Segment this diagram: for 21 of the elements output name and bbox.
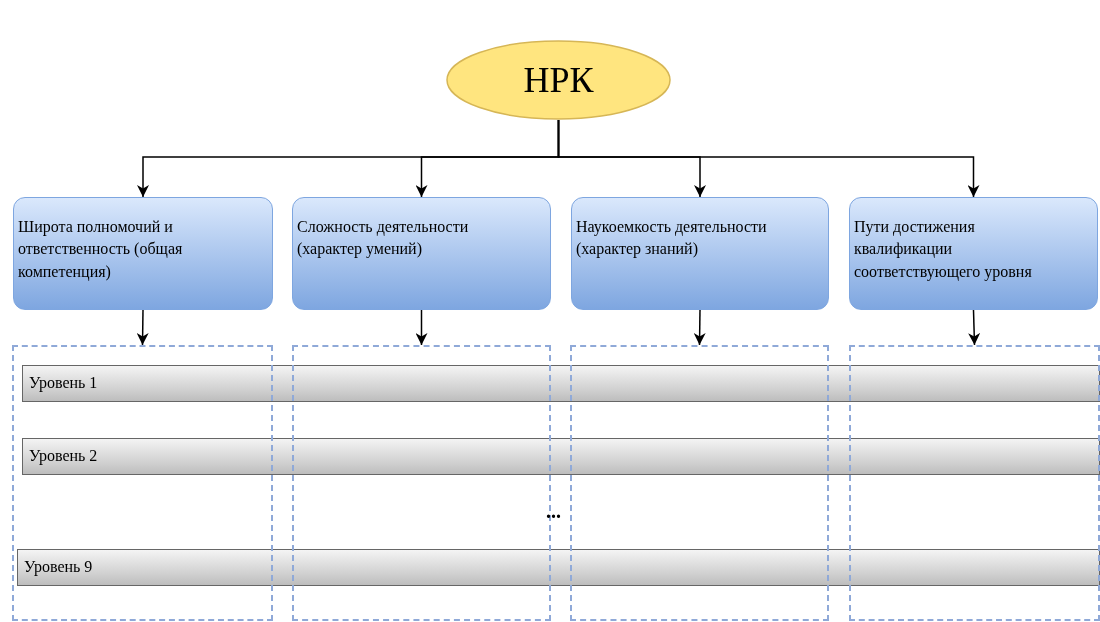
category-text: Пути достижения квалификации соответствующего уровня bbox=[854, 218, 1032, 280]
level-label: Уровень 1 bbox=[29, 374, 98, 391]
level-label: Уровень 2 bbox=[29, 447, 98, 464]
category-box bbox=[13, 197, 273, 310]
category-box bbox=[571, 197, 829, 310]
category-text: Наукоемкость деятельности (характер знаний) bbox=[576, 218, 767, 258]
arrow bbox=[136, 309, 149, 346]
arrow bbox=[693, 309, 706, 346]
title-text: НРК bbox=[523, 59, 594, 101]
arrow bbox=[557, 119, 980, 198]
category-text: Сложность деятельности (характер умений) bbox=[297, 218, 469, 258]
arrow bbox=[415, 309, 428, 346]
category-text: Широта полномочий и ответственность (общая компетенция) bbox=[18, 218, 183, 280]
level-bar bbox=[22, 438, 1100, 475]
level-bar bbox=[22, 365, 1100, 402]
category-box bbox=[292, 197, 551, 310]
level-bar bbox=[17, 549, 1100, 586]
level-label: Уровень 9 bbox=[24, 558, 93, 575]
ellipsis-text: ... bbox=[546, 500, 561, 523]
category-box bbox=[849, 197, 1098, 310]
arrow bbox=[968, 309, 981, 346]
